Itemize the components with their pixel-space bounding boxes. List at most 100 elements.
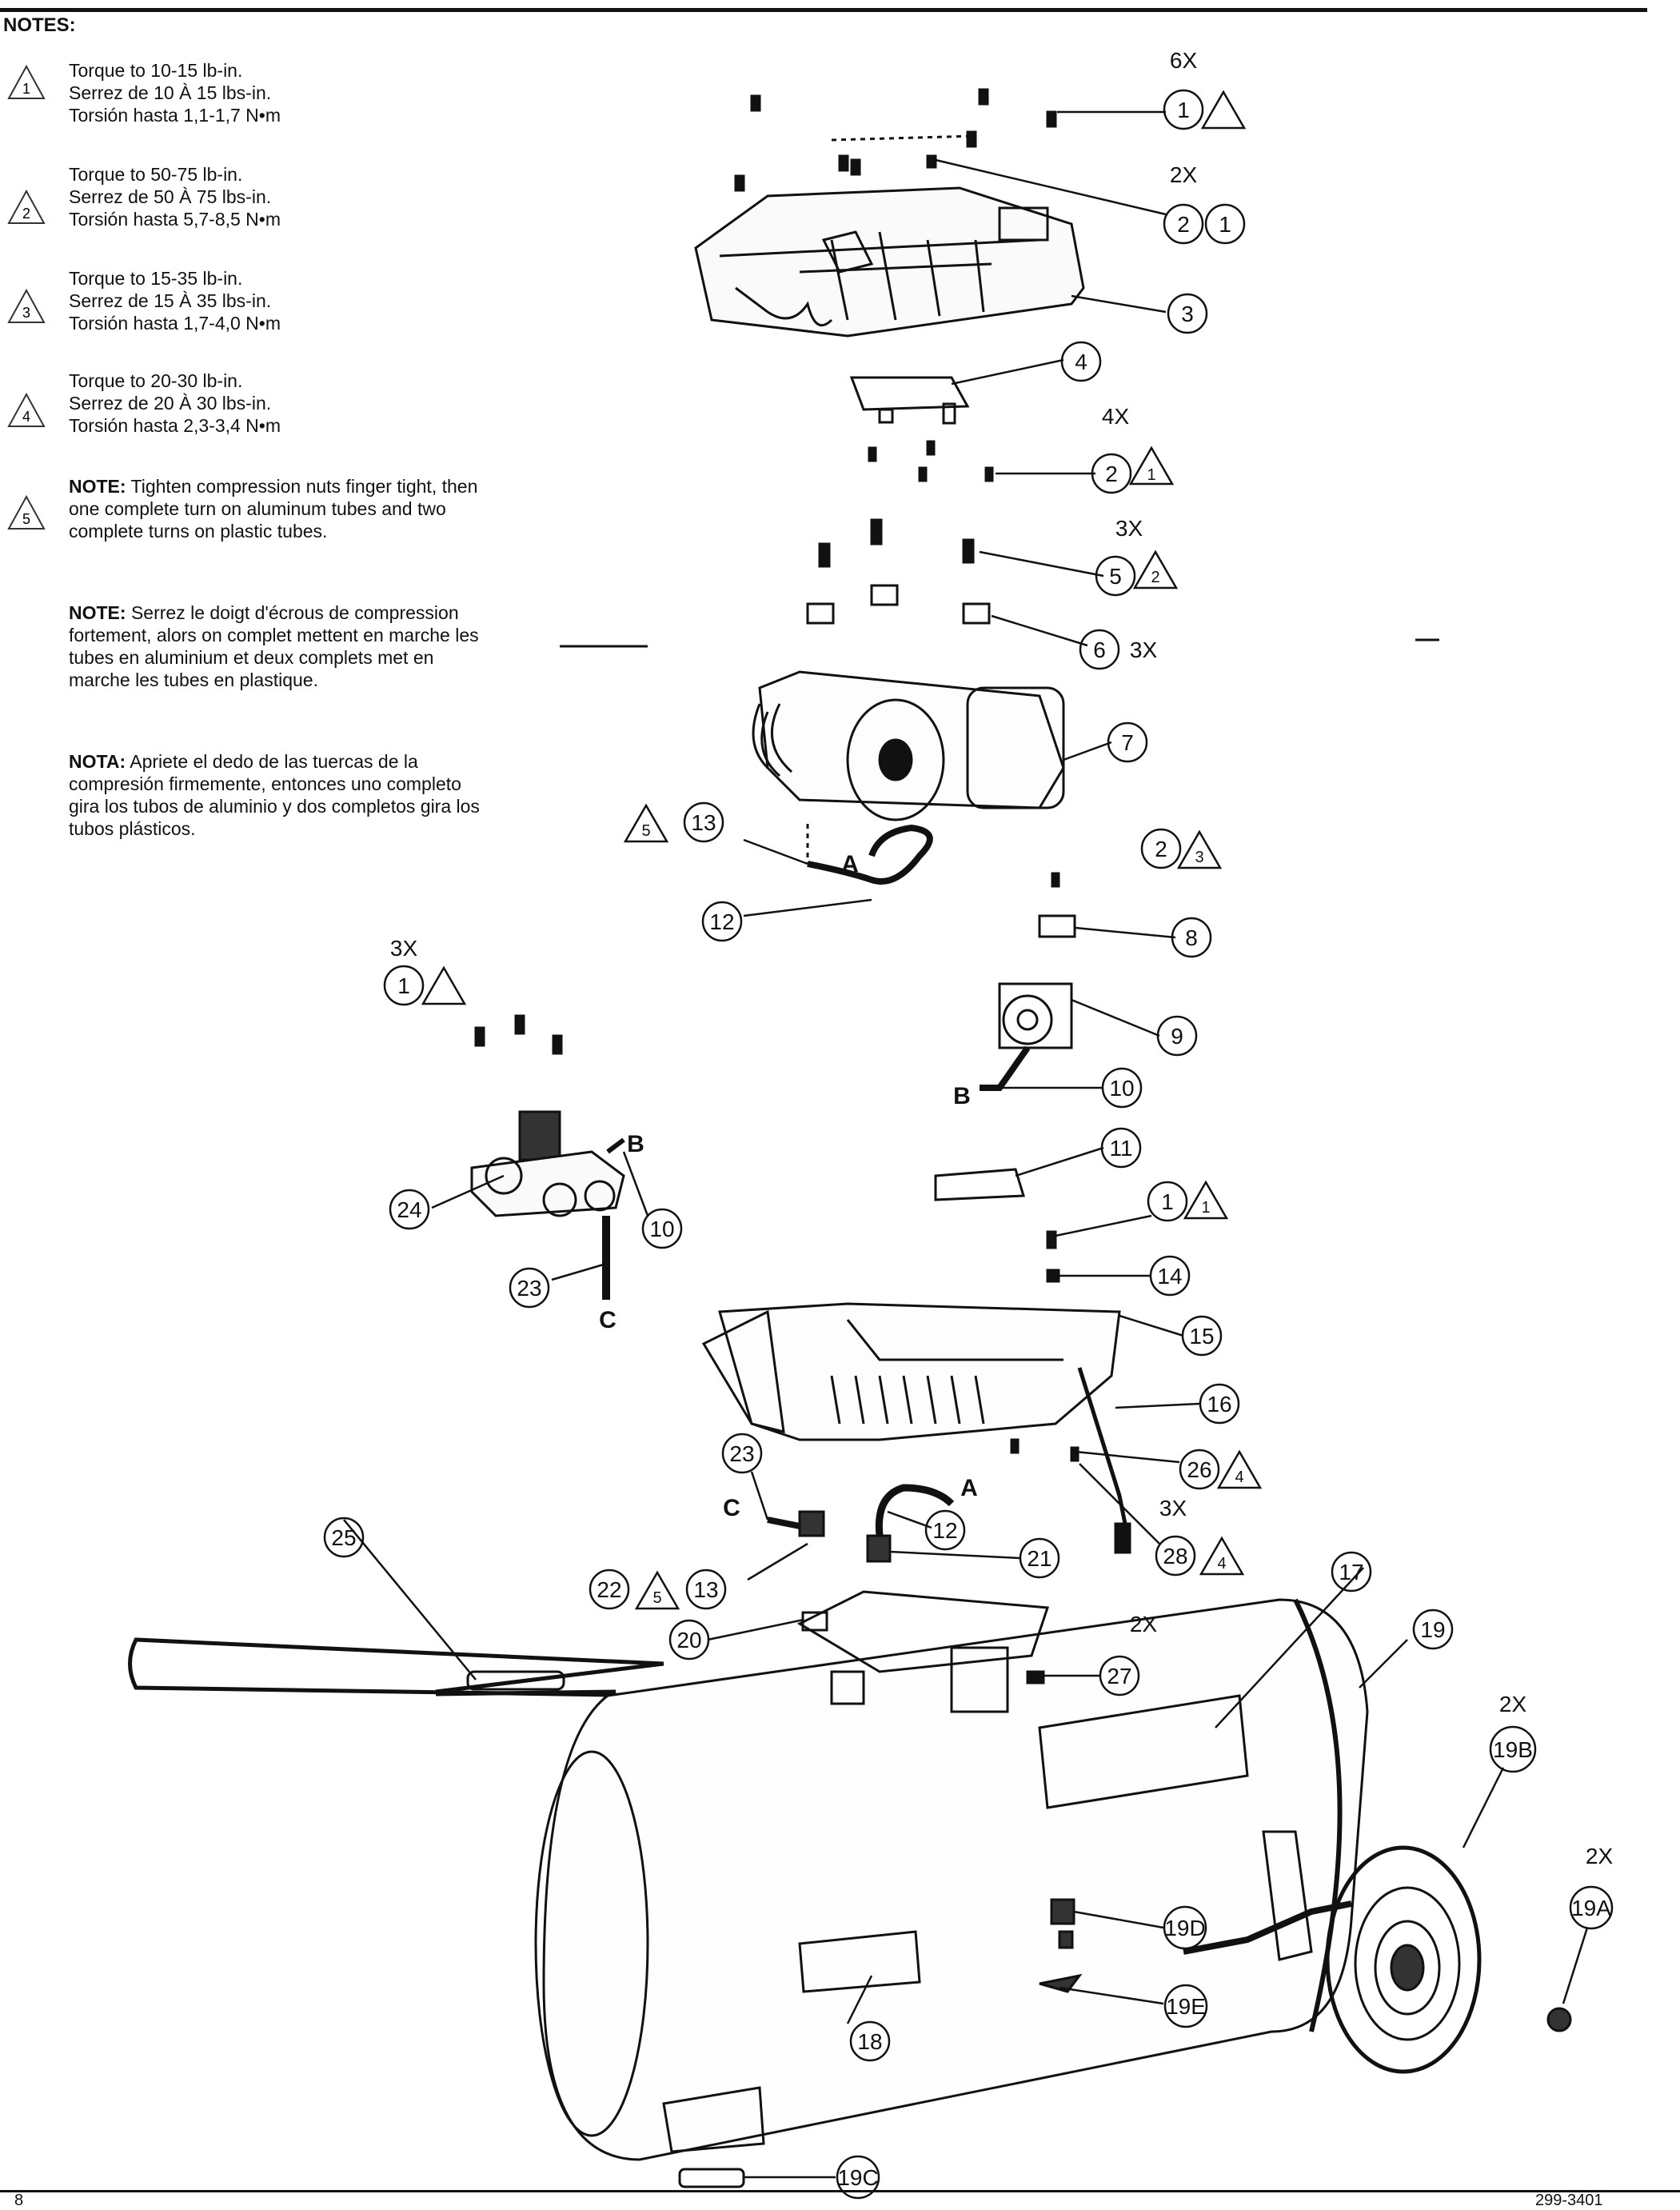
note-line: Torque to 10-15 lb-in. (69, 60, 243, 81)
top-screws (734, 88, 1057, 192)
mult-2x-mid: 2X (1130, 1612, 1158, 1637)
note-line: Serrez de 15 À 35 lbs-in. (69, 290, 272, 311)
mult-3x-lower: 3X (1159, 1496, 1187, 1521)
note-line: Serrez de 50 À 75 lbs-in. (69, 186, 272, 207)
callout-20: 20 (676, 1628, 701, 1653)
notes-title: NOTES: (3, 14, 76, 36)
shroud-cover (694, 186, 1085, 338)
callout-15: 15 (1189, 1324, 1214, 1349)
footer-rule (0, 2190, 1680, 2192)
multipliers: 6X 2X 4X 3X 3X 3X 3X 2X 2X 2X (390, 48, 1614, 1868)
callout-12b: 12 (932, 1518, 957, 1543)
svg-text:1: 1 (22, 81, 30, 97)
callout-11: 11 (1109, 1136, 1132, 1161)
callout-25: 25 (331, 1525, 356, 1550)
document-number: 299-3401 (1535, 2192, 1603, 2209)
svg-text:4: 4 (22, 409, 30, 425)
torque-note-1-icon: 1 (7, 64, 46, 99)
svg-text:2: 2 (22, 206, 30, 222)
wheel (1325, 1845, 1482, 2074)
mult-3x: 3X (1115, 516, 1143, 541)
note-line: Torque to 20-30 lb-in. (69, 370, 243, 391)
svg-text:5: 5 (22, 511, 30, 527)
callout-22: 22 (597, 1577, 621, 1602)
callout-4: 4 (1075, 350, 1087, 374)
note-line: Torsión hasta 1,1-1,7 N•m (69, 105, 281, 126)
callout-10: 10 (1109, 1076, 1134, 1101)
triangle-1: 1 (1147, 466, 1155, 484)
cover-plate (849, 376, 970, 411)
note-compression-fr: NOTE: Serrez le doigt d'écrous de compre… (69, 602, 479, 690)
callout-5: 5 (1109, 564, 1122, 589)
discharge-tube-a (807, 824, 933, 885)
callout-16: 16 (1207, 1392, 1231, 1417)
mult-4x: 4X (1102, 404, 1130, 429)
mult-3x-nuts: 3X (1130, 637, 1158, 662)
callout-6: 6 (1093, 637, 1106, 662)
callout-triangles (421, 90, 1263, 1610)
mult-2x-wheel: 2X (1499, 1692, 1527, 1716)
connection-letters: A A B B C C (599, 851, 978, 1521)
note-compression-en: NOTE: Tighten compression nuts finger ti… (69, 476, 478, 542)
note-line: Torque to 15-35 lb-in. (69, 268, 243, 289)
callout-19b: 19B (1493, 1737, 1533, 1762)
callout-1d: 1 (397, 973, 410, 998)
mult-6x: 6X (1170, 48, 1198, 73)
callout-3: 3 (1181, 302, 1194, 326)
drain-valve (1050, 1898, 1075, 1925)
tank-label (1038, 1694, 1249, 1809)
triangle-4: 4 (1235, 1469, 1243, 1486)
callout-19d: 19D (1164, 1916, 1205, 1940)
callout-10b: 10 (649, 1217, 674, 1241)
callout-24: 24 (397, 1197, 421, 1222)
callout-23b: 23 (729, 1441, 754, 1466)
callout-23: 23 (517, 1276, 541, 1301)
torque-note-2-icon: 2 (7, 189, 46, 224)
compression-nuts (806, 584, 991, 625)
connector-c: C (599, 1307, 617, 1333)
callout-26: 26 (1187, 1457, 1211, 1482)
callout-28: 28 (1163, 1544, 1187, 1569)
mult-2x-nut: 2X (1586, 1844, 1614, 1868)
torque-note-3-icon: 3 (7, 288, 46, 323)
callout-13b: 13 (693, 1577, 718, 1602)
manifold-plate (796, 1590, 1050, 1673)
callout-1c: 1 (1161, 1189, 1174, 1214)
warning-label (798, 1930, 921, 1993)
triangle-4b: 4 (1217, 1555, 1226, 1573)
callout-17: 17 (1339, 1560, 1363, 1585)
discharge-tube-lower (875, 1484, 955, 1537)
triangle-2: 2 (1151, 569, 1159, 586)
handle (128, 1637, 664, 1698)
callout-21: 21 (1027, 1546, 1051, 1571)
triangle-1b: 1 (1201, 1199, 1210, 1217)
connector-b2: B (627, 1131, 644, 1157)
callout-18: 18 (857, 2029, 882, 2054)
callout-2: 2 (1177, 212, 1190, 237)
manifold (470, 1014, 625, 1300)
note-line: Torsión hasta 5,7-8,5 N•m (69, 209, 281, 230)
callout-2b: 2 (1105, 462, 1118, 486)
callout-13: 13 (691, 810, 716, 835)
callout-2c: 2 (1155, 837, 1167, 861)
svg-text:3: 3 (22, 305, 30, 321)
callout-numbers: 1 2 1 3 4 2 1 5 2 6 7 5 13 12 2 3 8 9 10… (331, 98, 1611, 2190)
connector-a: A (841, 851, 859, 877)
connector-c2: C (723, 1495, 740, 1521)
note-compression-es: NOTA: Apriete el dedo de las tuercas de … (69, 751, 480, 839)
power-cord (1077, 1367, 1130, 1537)
top-rule (0, 0, 1647, 12)
callout-19c: 19C (837, 2165, 878, 2190)
note-line: Serrez de 10 À 15 lbs-in. (69, 82, 272, 103)
callout-9: 9 (1171, 1024, 1183, 1049)
note-line: Serrez de 20 À 30 lbs-in. (69, 393, 272, 414)
note-line: Torsión hasta 1,7-4,0 N•m (69, 313, 281, 334)
connector-a2: A (960, 1475, 978, 1501)
callout-1b: 1 (1219, 212, 1231, 237)
note-line: Torque to 50-75 lb-in. (69, 164, 243, 185)
callout-1: 1 (1177, 98, 1190, 122)
callout-19e: 19E (1166, 1994, 1206, 2019)
triangle-5b: 5 (652, 1589, 661, 1607)
callout-circles (323, 89, 1614, 2200)
